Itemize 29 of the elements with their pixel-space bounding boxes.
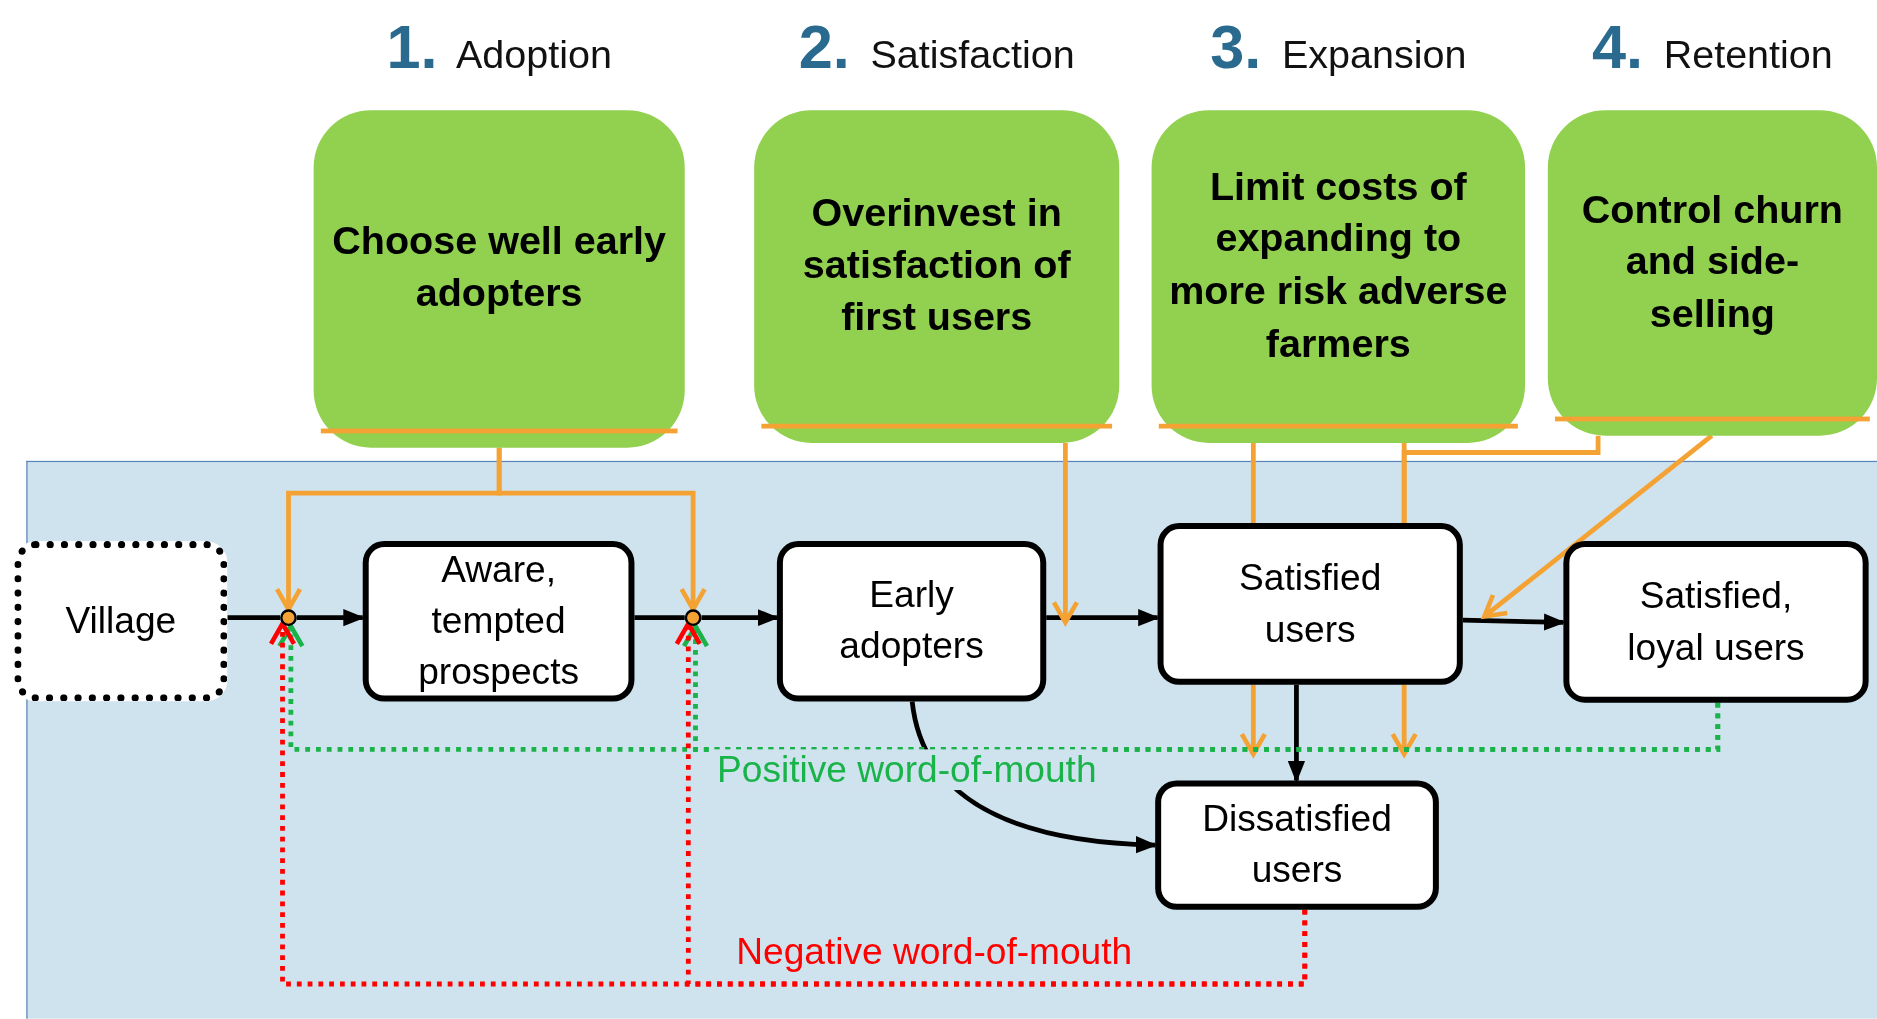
arrow bbox=[496, 447, 707, 612]
state-box bbox=[1563, 541, 1869, 703]
dashed-arrow bbox=[681, 623, 1721, 752]
box-text: Satisfied users bbox=[1238, 555, 1383, 652]
state-box bbox=[776, 541, 1047, 702]
state-box bbox=[362, 541, 635, 702]
step-heading: 4. Retention bbox=[1591, 12, 1834, 84]
state-box bbox=[1155, 780, 1439, 910]
arrow bbox=[1390, 684, 1418, 757]
step-heading: 1. Adoption bbox=[385, 12, 613, 84]
card-text: Limit costs of expanding to more risk adverse farmers bbox=[1168, 162, 1509, 367]
step-heading: 2. Satisfaction bbox=[797, 12, 1076, 84]
box-text: Dissatisfied users bbox=[1201, 796, 1393, 893]
box-text: Satisfied, loyal users bbox=[1626, 573, 1806, 670]
arrow bbox=[1051, 442, 1080, 625]
arrow bbox=[1239, 684, 1268, 757]
arrow bbox=[1046, 609, 1160, 627]
dotted-box bbox=[14, 541, 228, 702]
card-text: Overinvest in satisfaction of first users bbox=[801, 188, 1072, 341]
card-text: Choose well early adopters bbox=[331, 217, 668, 317]
box-text: Village bbox=[64, 598, 178, 644]
box-text: Early adopters bbox=[838, 572, 985, 669]
arrow bbox=[296, 609, 365, 627]
box-text: Aware, tempted prospects bbox=[417, 547, 581, 695]
step-heading: 3. Expansion bbox=[1209, 12, 1468, 84]
arrow bbox=[1482, 433, 1714, 619]
dashed-arrow bbox=[674, 621, 1308, 987]
state-box bbox=[1157, 523, 1463, 685]
card-text: Control churn and side-selling bbox=[1580, 185, 1844, 337]
